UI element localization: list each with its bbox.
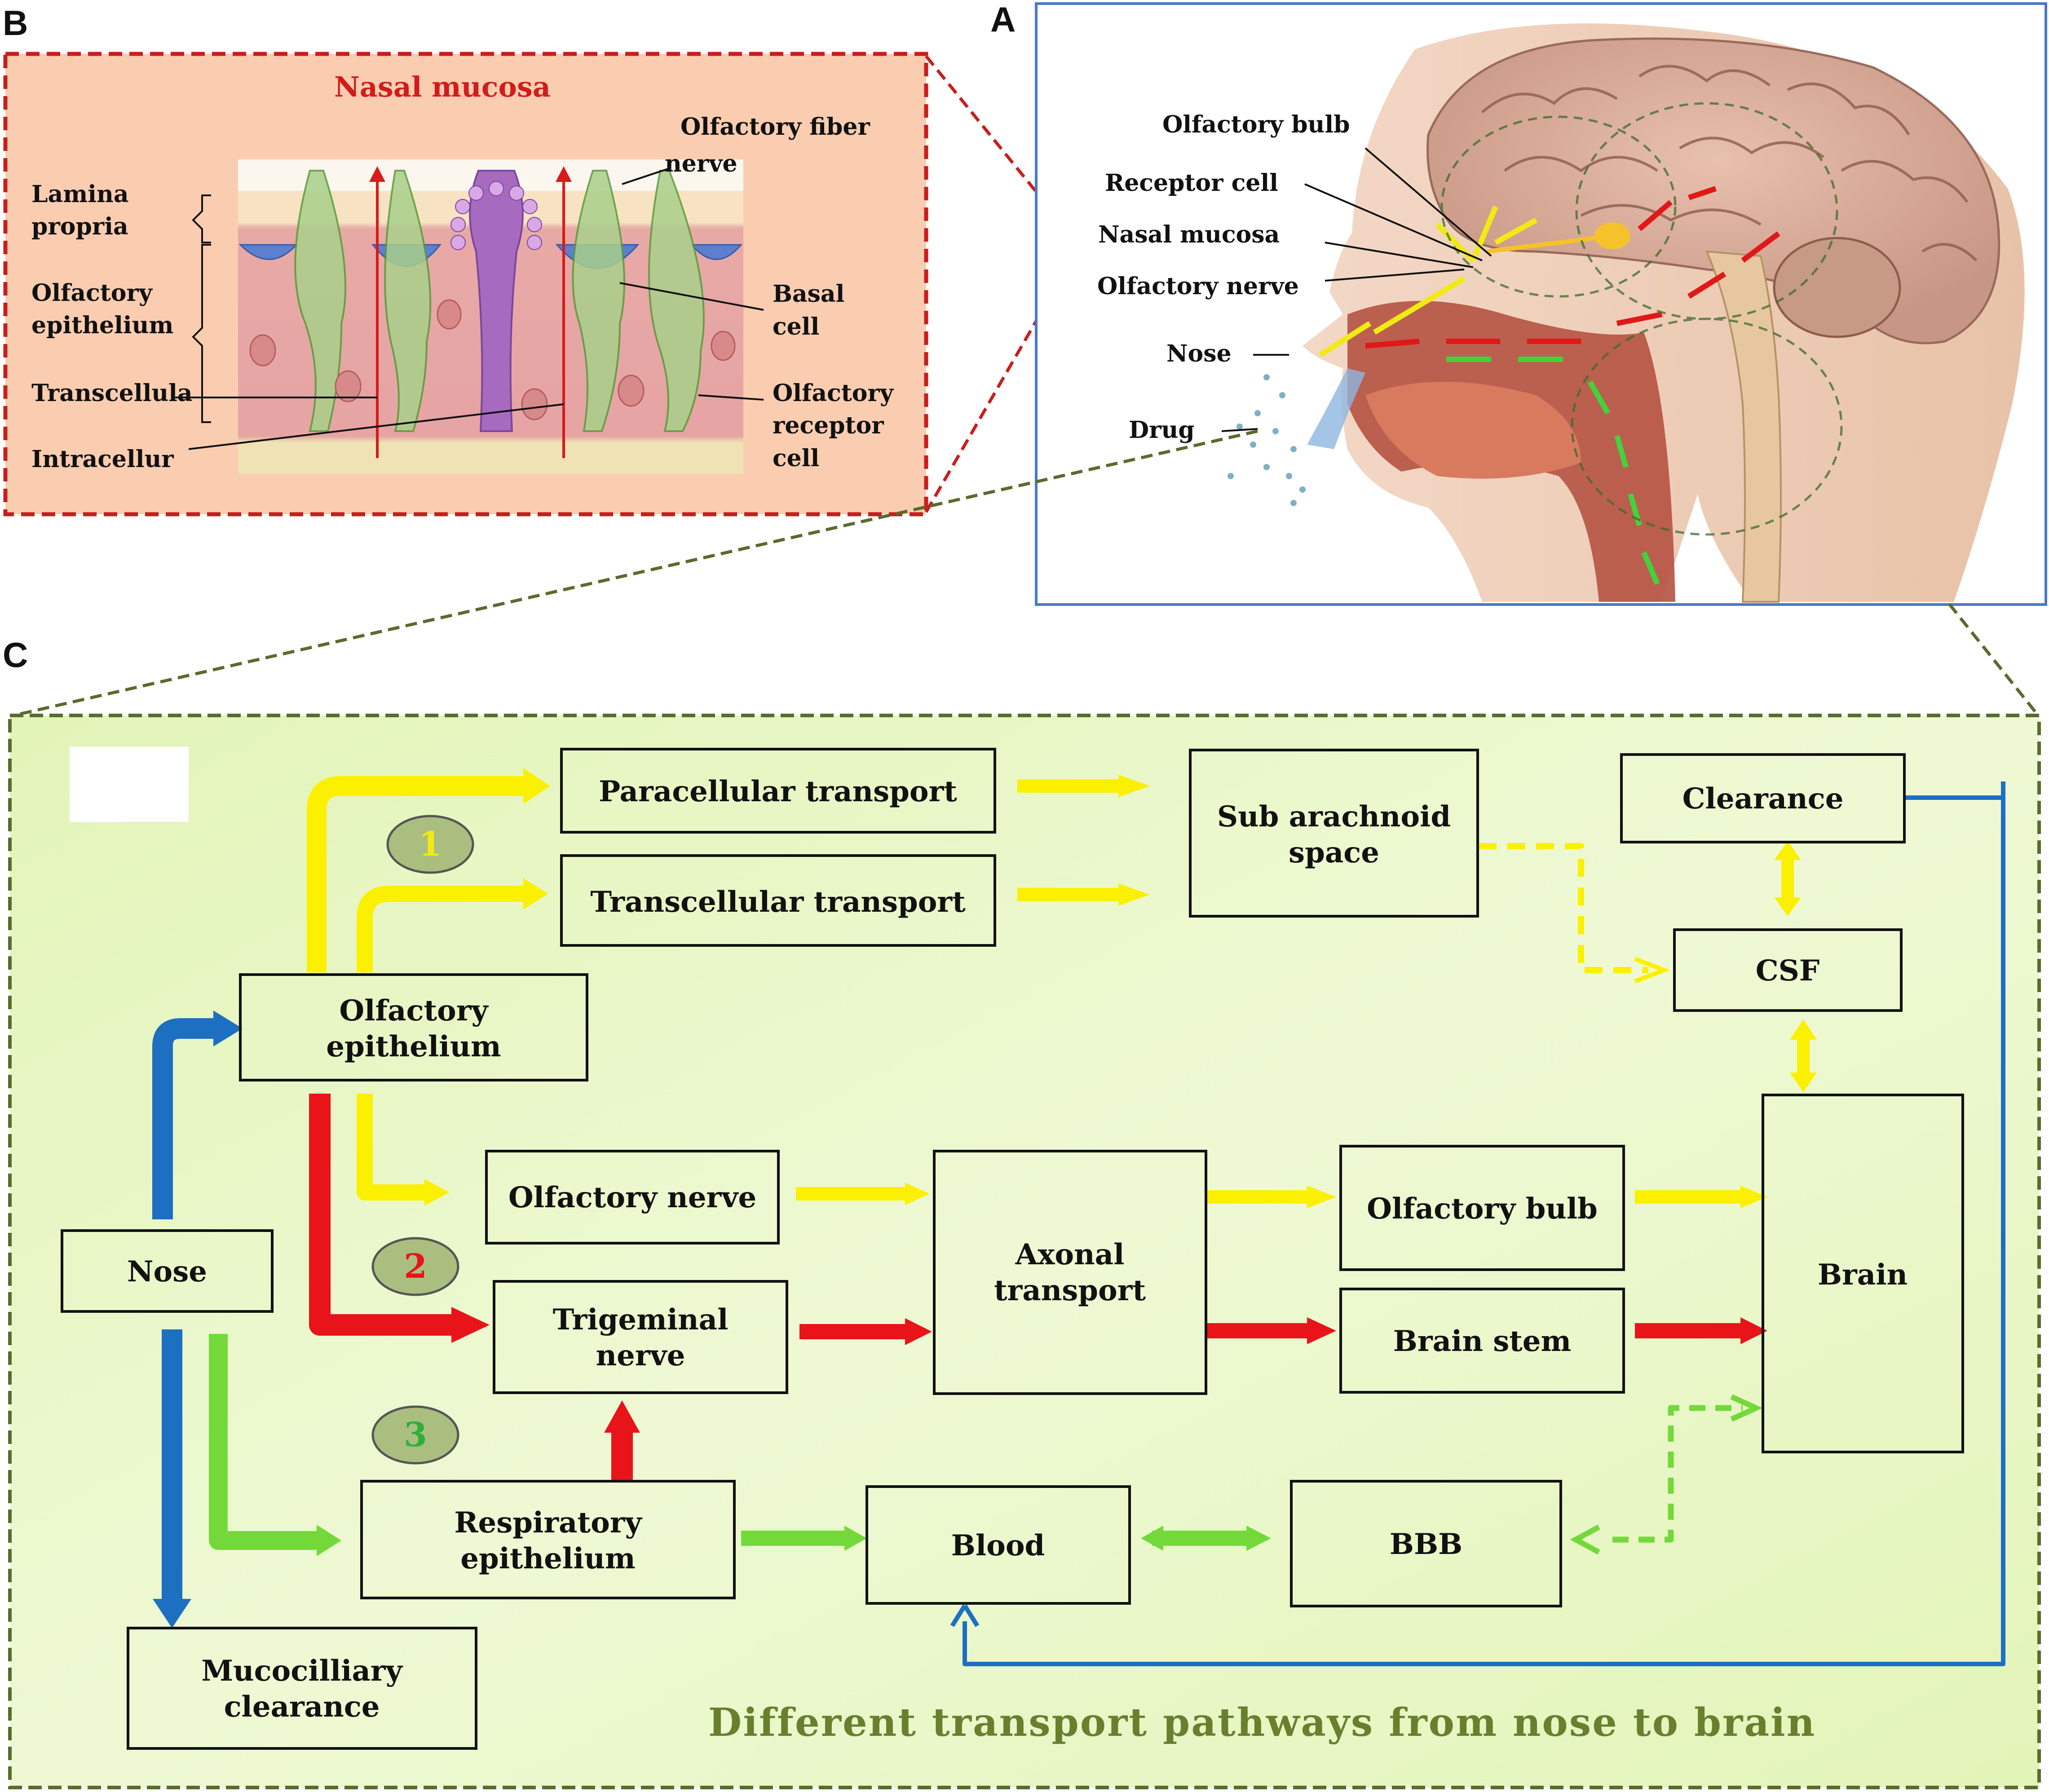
- arrow-olf-epi-to-paracell: [307, 776, 525, 972]
- node-csf-label: CSF: [1756, 954, 1820, 988]
- node-brain-stem-label: Brain stem: [1393, 1324, 1571, 1358]
- node-transcellular: [560, 854, 996, 947]
- node-olf-bulb-label: Olfactory bulb: [1367, 1192, 1598, 1226]
- node-blood-label: Blood: [951, 1529, 1045, 1562]
- zoom-connector-c: [13, 429, 2040, 717]
- panel-c-footer: Different transport pathways from nose t…: [708, 1700, 1816, 1745]
- node-bbb: [1290, 1480, 1562, 1607]
- arrow-clearance-to-blood: [963, 795, 2005, 1666]
- node-blood: [866, 1485, 1131, 1605]
- arrow-olf-epi-to-transcell: [357, 886, 525, 972]
- node-brain: [1762, 1094, 1964, 1453]
- panel-letter-c: C: [3, 635, 28, 675]
- label-nerve: nerve: [665, 150, 737, 177]
- arrow-nose-to-olf-epi: [152, 1018, 213, 1219]
- node-paracellular: [560, 748, 996, 834]
- node-bbb-label: BBB: [1390, 1527, 1462, 1561]
- node-nose-label: Nose: [127, 1255, 207, 1289]
- bracket-lamina: [192, 194, 211, 243]
- node-axonal-label-2: transport: [994, 1274, 1146, 1307]
- arrow-nose-to-resp: [209, 1334, 319, 1550]
- node-subarachnoid: [1189, 749, 1479, 918]
- node-paracellular-label: Paracellular transport: [599, 775, 957, 808]
- node-axonal-label-1: Axonal: [1015, 1238, 1125, 1271]
- node-nose: [61, 1229, 274, 1313]
- pathway-badge-1: 1: [386, 815, 474, 874]
- panel-letter-a: A: [990, 0, 1016, 39]
- node-muco: [127, 1627, 477, 1750]
- node-subarachnoid-label-1: Sub arachnoid: [1217, 800, 1451, 834]
- panel-b-title: Nasal mucosa: [334, 71, 551, 103]
- arrow-olf-epi-to-trigeminal: [309, 1094, 454, 1336]
- node-transcellular-label: Transcellular transport: [590, 885, 966, 919]
- node-clearance-label: Clearance: [1682, 782, 1844, 816]
- label-receptor-2: receptor: [773, 412, 884, 439]
- node-resp-label-2: epithelium: [460, 1542, 635, 1576]
- panel-a: Olfactory bulb Receptor cell Nasal mucos…: [1035, 2, 2047, 606]
- label-transcellula: Transcellula: [31, 380, 193, 407]
- node-subarachnoid-label-2: space: [1289, 836, 1379, 870]
- blank-patch: [70, 747, 189, 822]
- node-resp-label-1: Respiratory: [454, 1506, 642, 1540]
- bracket-epithelium: [192, 244, 211, 423]
- node-brain-label: Brain: [1818, 1258, 1908, 1292]
- node-olf-epi-label-2: epithelium: [326, 1030, 501, 1064]
- pathway-badge-2: 2: [371, 1237, 459, 1296]
- node-trigeminal: [493, 1280, 788, 1394]
- label-epithelium-2: epithelium: [31, 312, 173, 339]
- node-resp: [360, 1480, 736, 1599]
- label-a-olfactory-bulb: Olfactory bulb: [1162, 111, 1350, 138]
- label-a-nose: Nose: [1166, 340, 1232, 367]
- label-basal-1: Basal: [773, 280, 844, 308]
- svg-text:3: 3: [404, 1416, 427, 1454]
- label-a-drug: Drug: [1129, 416, 1195, 444]
- label-intracellur: Intracellur: [31, 446, 174, 473]
- label-lamina-1: Lamina: [31, 181, 129, 208]
- label-receptor-3: cell: [773, 445, 819, 472]
- arrow-subarachnoid-to-csf: [1479, 843, 1648, 973]
- arrow-bbb-to-brain: [1612, 1405, 1743, 1543]
- label-receptor-1: Olfactory: [773, 380, 894, 407]
- label-a-olfactory-nerve: Olfactory nerve: [1097, 273, 1299, 300]
- node-muco-label-1: Mucocilliary: [201, 1654, 403, 1688]
- arrow-olf-epi-to-olf-nerve: [357, 1094, 427, 1201]
- panel-c: 1 2 3: [8, 714, 2041, 1789]
- label-lamina-2: propria: [31, 213, 128, 240]
- svg-text:1: 1: [419, 825, 442, 864]
- node-csf: [1673, 928, 1903, 1012]
- node-brain-stem: [1339, 1288, 1625, 1394]
- label-a-nasal-mucosa: Nasal mucosa: [1098, 221, 1280, 248]
- node-trigeminal-label-1: Trigeminal: [553, 1303, 729, 1337]
- node-trigeminal-label-2: nerve: [596, 1339, 685, 1373]
- node-olf-epi: [239, 973, 588, 1081]
- panel-b: Nasal mucosa: [3, 52, 928, 516]
- node-axonal: [933, 1150, 1207, 1395]
- node-clearance: [1620, 753, 1906, 843]
- node-olf-nerve-label: Olfactory nerve: [508, 1181, 756, 1214]
- nasal-mucosa-illustration: [238, 159, 743, 474]
- node-olf-bulb: [1339, 1145, 1625, 1271]
- label-epithelium-1: Olfactory: [31, 279, 153, 307]
- label-a-receptor-cell: Receptor cell: [1105, 169, 1278, 197]
- node-muco-label-2: clearance: [224, 1690, 380, 1724]
- node-olf-epi-label-1: Olfactory: [339, 994, 489, 1028]
- panel-letter-b: B: [3, 3, 28, 43]
- svg-text:2: 2: [404, 1247, 427, 1286]
- label-basal-2: cell: [773, 313, 819, 340]
- node-olf-nerve: [485, 1150, 780, 1245]
- label-olfactory-fiber: Olfactory fiber: [680, 113, 870, 141]
- pathway-badge-3: 3: [371, 1405, 459, 1465]
